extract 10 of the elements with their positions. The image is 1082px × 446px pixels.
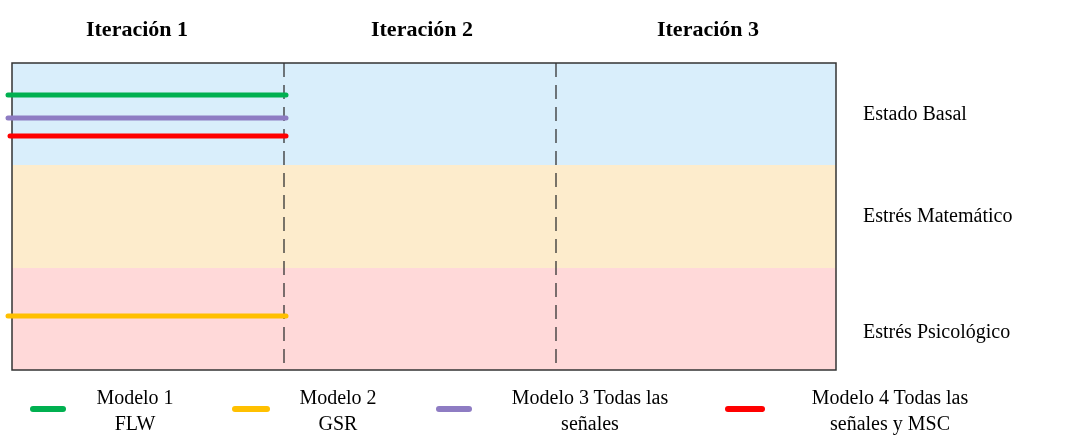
row-label: Estado Basal [863, 102, 967, 125]
column-header: Iteración 1 [86, 16, 188, 42]
row-label: Estrés Matemático [863, 204, 1013, 227]
legend-label: Modelo 1 FLW [95, 385, 175, 436]
legend-label: Modelo 4 Todas las señales y MSC [810, 385, 970, 436]
column-header: Iteración 3 [657, 16, 759, 42]
legend-label: Modelo 3 Todas las señales [510, 385, 670, 436]
legend-label: Modelo 2 GSR [298, 385, 378, 436]
column-header: Iteración 2 [371, 16, 473, 42]
row-label: Estrés Psicológico [863, 320, 1011, 343]
